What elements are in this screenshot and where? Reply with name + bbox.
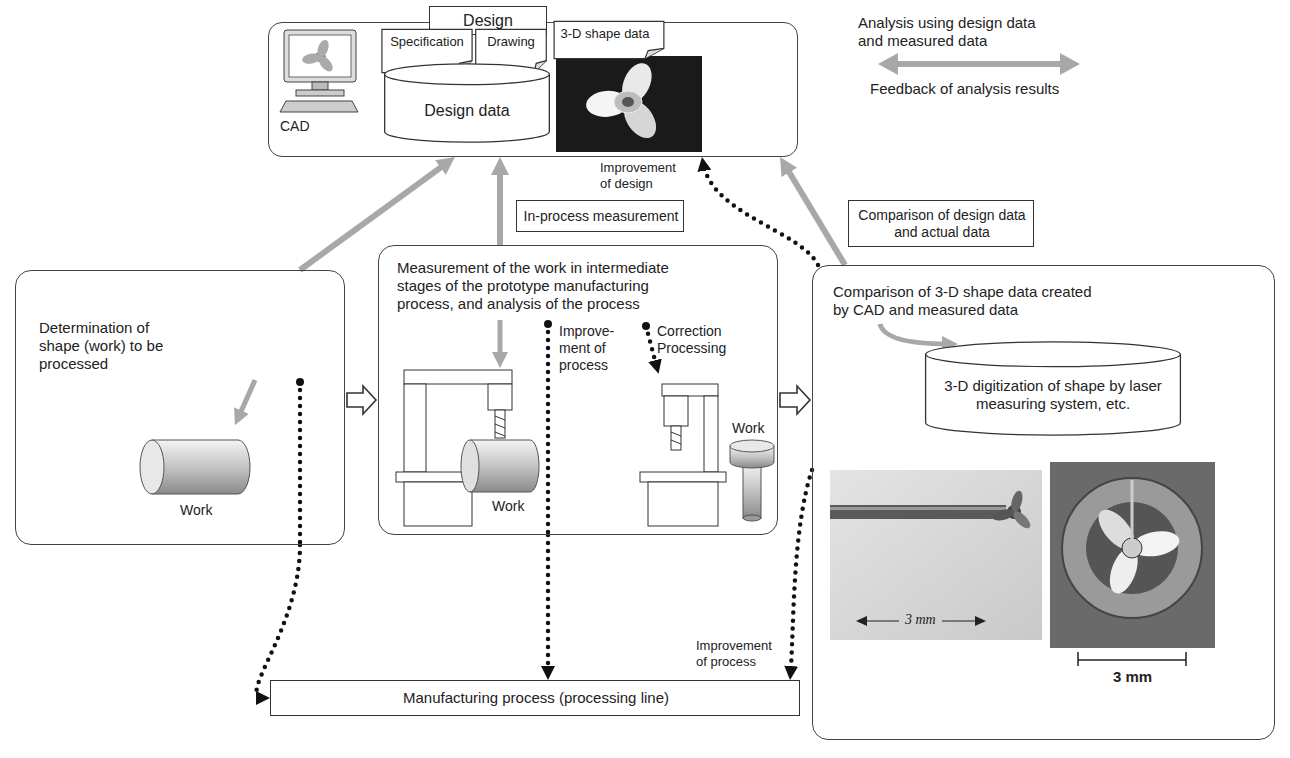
icon-caption: CAD: [280, 118, 320, 135]
edge-label: Improvement of design: [600, 160, 686, 191]
computer-icon: [280, 30, 358, 112]
work-cylinder: [140, 440, 250, 494]
feedback-arrow: [257, 545, 300, 698]
document-label: Drawing: [475, 34, 547, 50]
part-label: Work: [732, 420, 782, 437]
step-text: Comparison of 3-D shape data created by …: [833, 283, 1103, 319]
feedback-arrow: [791, 470, 813, 674]
flow-arrow: [347, 386, 376, 414]
inner-arrow-right: [880, 324, 948, 344]
analysis-arrow: [786, 167, 845, 265]
step-text: Determination of shape (work) to be proc…: [39, 319, 189, 373]
legend-arrow: [878, 53, 1080, 75]
edge-label: Improvement of process: [696, 638, 778, 669]
analysis-arrow: [300, 164, 445, 270]
propeller-render: [556, 56, 702, 152]
database-label: Design data: [383, 101, 551, 120]
process-bar: Manufacturing process (processing line): [270, 680, 800, 716]
inner-arrows-left: [239, 378, 304, 545]
part-label: Work: [180, 502, 230, 519]
legend-text: Analysis using design data and measured …: [858, 14, 1053, 50]
analysis-arrow: [497, 169, 503, 245]
flow-arrow: [780, 386, 810, 414]
feedback-note: Improve-ment of process: [559, 323, 623, 373]
feedback-note: Correction Processing: [657, 323, 743, 357]
document-label: Specification: [381, 34, 473, 50]
database-label: 3-D digitization of shape by laser measu…: [938, 377, 1168, 413]
document-shape: 3-D shape data: [553, 21, 665, 59]
box-label: Comparison of design data and actual dat…: [849, 207, 1035, 241]
propeller-photo: [1050, 462, 1215, 666]
database-cylinder: 3-D digitization of shape by laser measu…: [923, 341, 1183, 436]
rod-photo: [830, 470, 1042, 640]
label-box: Comparison of design data and actual dat…: [848, 200, 1034, 247]
process-label: Manufacturing process (processing line): [271, 689, 801, 707]
dimension-label: 3 mm: [905, 612, 955, 629]
document-label: 3-D shape data: [553, 26, 657, 42]
step-text: Measurement of the work in intermediate …: [397, 259, 707, 313]
dimension-label: 3 mm: [1113, 668, 1173, 686]
part-label: Work: [492, 498, 542, 515]
process-feedback-lines: [544, 320, 657, 535]
milling-machine: [396, 320, 539, 526]
database-cylinder: Design data: [383, 63, 551, 143]
box-label: In-process measurement: [517, 208, 685, 225]
stage-panel: Comparison of 3-D shape data created by …: [812, 265, 1275, 740]
legend-text: Feedback of analysis results: [870, 80, 1090, 98]
design-panel: DesignSpecificationDrawing3-D shape data…: [268, 22, 798, 157]
stage-panel: Measurement of the work in intermediate …: [378, 245, 778, 535]
feedback-arrow: [703, 163, 818, 265]
correction-machine: [640, 384, 774, 526]
label-box: In-process measurement: [516, 200, 684, 232]
feedback-arrow: [546, 535, 551, 674]
